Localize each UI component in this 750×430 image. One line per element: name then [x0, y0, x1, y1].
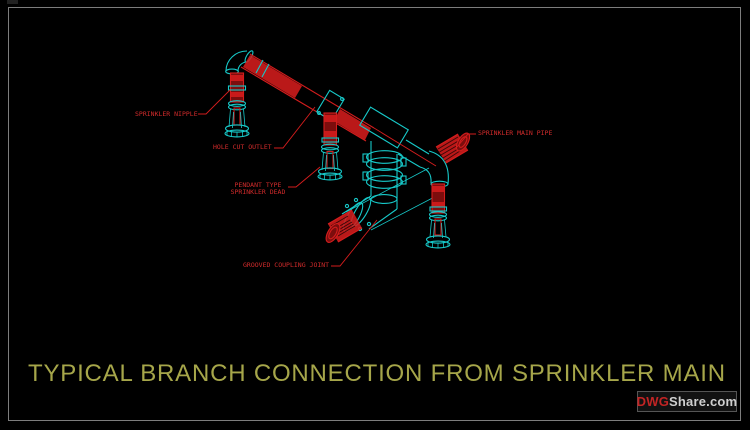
grooved-main-pipe-stub [435, 132, 471, 164]
branch-pipe [240, 53, 375, 142]
label-sprinkler-nipple: SPRINKLER NIPPLE [135, 109, 198, 118]
leader-grooved-coupling [331, 219, 378, 267]
leader-sprinkler-main-pipe [456, 133, 476, 148]
sprinkler-nipple-1 [227, 72, 247, 103]
leader-pendant-head [288, 166, 321, 188]
label-grooved-coupling-joint: GROOVED COUPLING JOINT [243, 261, 330, 269]
label-sprinkler-main-pipe: SPRINKLER MAIN PIPE [478, 129, 553, 137]
label-pendant-line2: SPRINKLER DEAD [230, 187, 286, 196]
pendant-head-1 [224, 100, 250, 138]
sprinkler-nipple-3 [429, 183, 448, 214]
grooved-pipe-end-lower [325, 209, 363, 243]
pendant-head-2 [317, 143, 343, 181]
label-pendant-type-sprinkler: PENDANT TYPE SPRINKLER DEAD [228, 180, 288, 196]
watermark-suffix: Share.com [669, 394, 738, 409]
drawing-title: TYPICAL BRANCH CONNECTION FROM SPRINKLER… [28, 360, 726, 387]
sprinkler-nipple-2 [321, 112, 340, 146]
pendant-head-3 [425, 211, 451, 249]
watermark-prefix: DWG [636, 394, 670, 409]
label-hole-cut-outlet: HOLE CUT OUTLET [213, 143, 272, 151]
leader-sprinkler-nipple [198, 89, 231, 115]
leader-hole-cut-outlet [274, 106, 316, 149]
corner-artifact [7, 0, 18, 4]
tee-riser-assembly [358, 106, 410, 209]
label-pendant-line1: PENDANT TYPE [234, 180, 282, 189]
drawing-viewport-frame [8, 7, 741, 421]
